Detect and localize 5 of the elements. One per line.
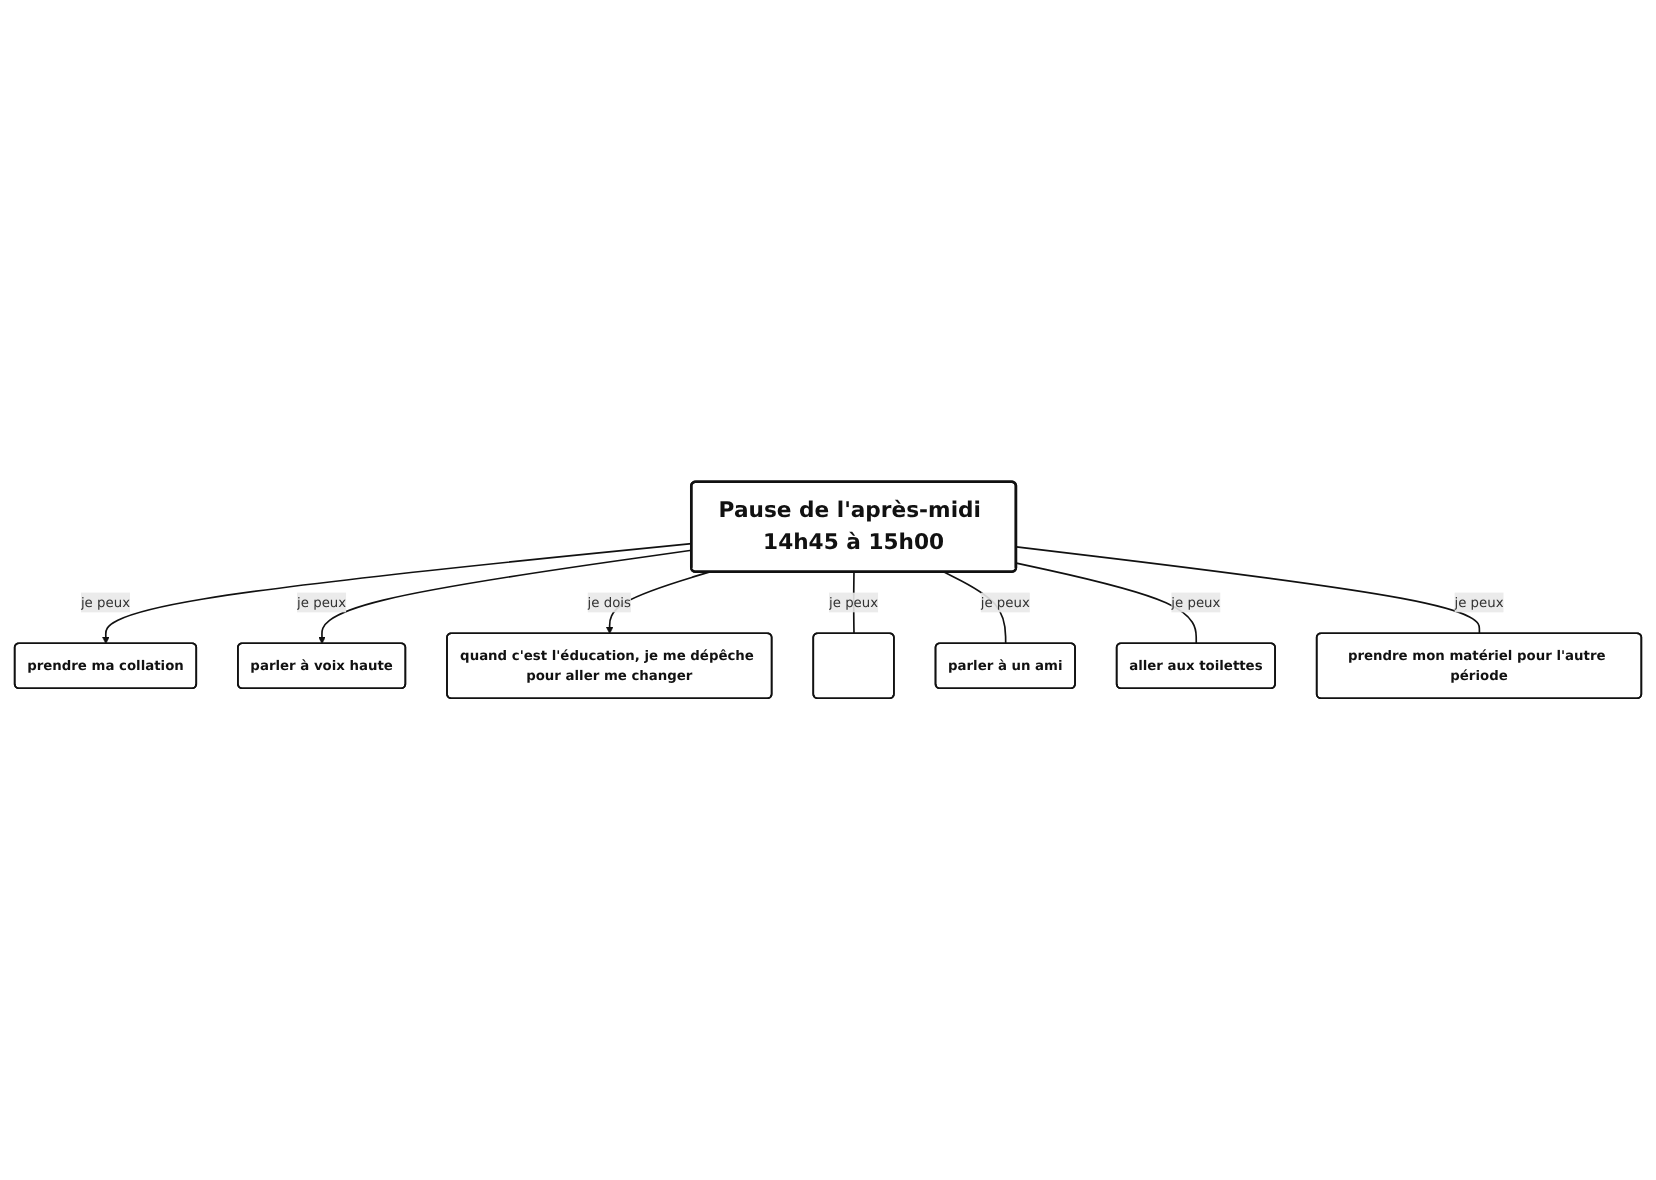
arrow (102, 542, 693, 645)
arrow (606, 571, 710, 635)
arrow (318, 549, 693, 645)
connector (1015, 545, 1481, 635)
connector (1015, 562, 1198, 645)
